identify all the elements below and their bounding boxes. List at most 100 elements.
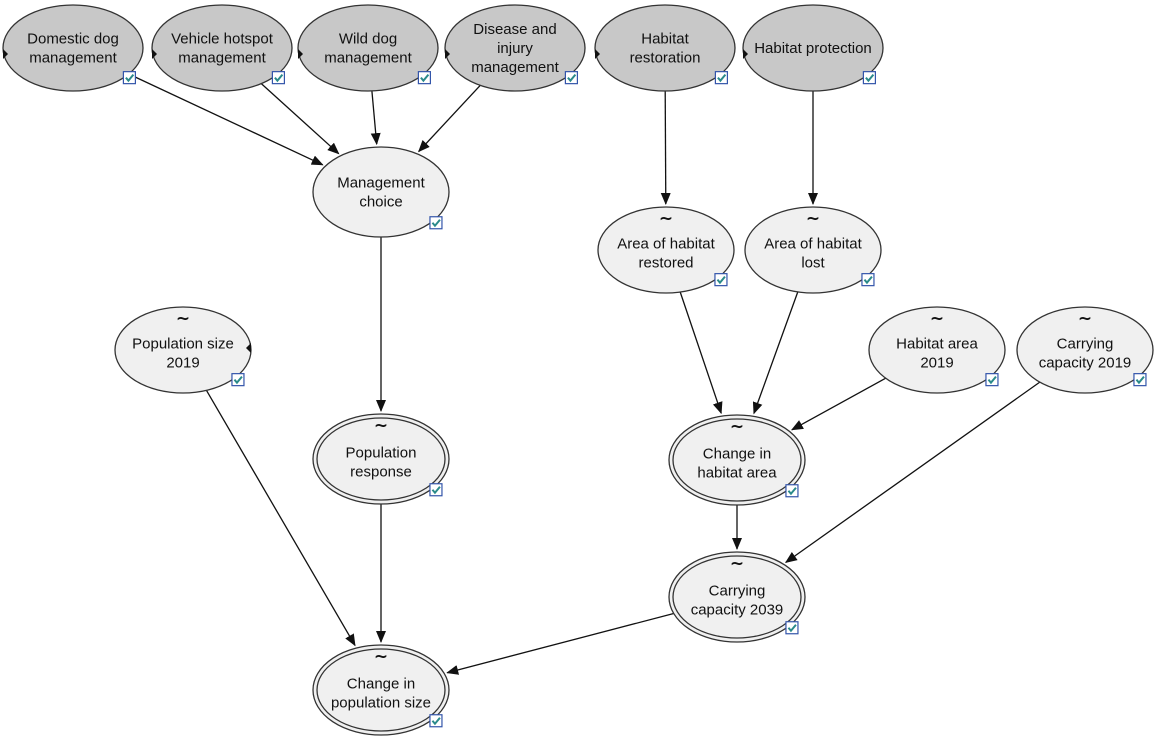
node-label: Area of habitat (617, 236, 715, 253)
node-label: Population size (132, 336, 234, 353)
node-label: management (471, 59, 559, 76)
edges (128, 73, 1041, 675)
checkbox-icon[interactable] (271, 71, 285, 85)
node-label: habitat area (697, 465, 777, 482)
node-label: restored (638, 255, 693, 272)
node-habitat-area-2019[interactable]: ~ Habitat area 2019 (868, 306, 1006, 394)
node-area-of-habitat-lost[interactable]: ~ Area of habitat lost (744, 206, 882, 294)
node-label: lost (801, 255, 825, 272)
node-label: Change in (347, 676, 415, 693)
node-label: Domestic dog (27, 31, 119, 48)
node-label: response (350, 464, 412, 481)
node-label: Wild dog (339, 31, 397, 48)
node-label: management (178, 50, 266, 67)
node-ellipse (312, 146, 450, 238)
node-label: Disease and (473, 21, 556, 38)
node-inner-ring (672, 555, 802, 639)
node-label: Management (337, 175, 425, 192)
checkbox-icon[interactable] (985, 373, 999, 387)
edge-disease-and-injury-management-to-management-choice (418, 84, 481, 153)
node-inner-ring (316, 648, 446, 732)
node-vehicle-hotspot-management[interactable]: Vehicle hotspot management (151, 4, 293, 92)
edge-population-size-2019-to-change-in-population-size (205, 390, 356, 647)
collapse-triangle-icon (298, 49, 303, 59)
node-habitat-protection[interactable]: Habitat protection (742, 4, 884, 92)
tilde-icon: ~ (806, 209, 820, 229)
node-label: injury (497, 40, 533, 57)
nodes: Domestic dog management Vehicle hotspot man… (2, 4, 1154, 736)
node-inner-ring (672, 418, 802, 502)
node-inner-ring (316, 417, 446, 501)
tilde-icon: ~ (374, 416, 388, 436)
tilde-icon: ~ (176, 309, 190, 329)
node-change-in-habitat-area[interactable]: ~ Change in habitat area (668, 414, 806, 506)
node-label: Population (346, 445, 417, 462)
edge-area-of-habitat-lost-to-change-in-habitat-area (752, 291, 799, 415)
checkbox-icon[interactable] (861, 273, 875, 287)
edge-habitat-restoration-to-area-of-habitat-restored (660, 90, 671, 205)
checkbox-icon[interactable] (429, 216, 443, 230)
checkbox-icon[interactable] (429, 483, 443, 497)
checkbox-icon[interactable] (122, 71, 137, 85)
node-ellipse (868, 306, 1006, 394)
checkbox-icon[interactable] (785, 621, 799, 635)
tilde-icon: ~ (730, 554, 744, 574)
checkbox-icon[interactable] (785, 484, 799, 498)
node-ellipse (594, 4, 736, 92)
node-label: Change in (703, 446, 771, 463)
collapse-triangle-icon (3, 49, 8, 59)
node-management-choice[interactable]: Management choice (312, 146, 450, 238)
tilde-icon: ~ (374, 647, 388, 667)
node-label: capacity 2039 (691, 602, 784, 619)
node-population-size-2019[interactable]: ~ Population size 2019 (114, 306, 252, 394)
node-population-response[interactable]: ~ Population response (312, 413, 450, 505)
checkbox-icon[interactable] (714, 71, 729, 85)
node-ellipse (312, 413, 450, 505)
node-label: management (29, 50, 117, 67)
collapse-triangle-icon (152, 49, 157, 59)
checkbox-icon[interactable] (1133, 373, 1147, 387)
checkbox-icon[interactable] (429, 714, 443, 728)
collapse-triangle-icon (445, 49, 450, 59)
edge-area-of-habitat-restored-to-change-in-habitat-area (679, 291, 723, 415)
checkbox-icon[interactable] (417, 71, 431, 85)
tilde-icon: ~ (730, 417, 744, 437)
node-area-of-habitat-restored[interactable]: ~ Area of habitat restored (597, 206, 735, 294)
edge-carrying-capacity-2019-to-carrying-capacity-2039 (784, 381, 1041, 563)
collapse-triangle-icon (595, 49, 600, 59)
node-ellipse (151, 4, 293, 92)
checkbox-icon[interactable] (564, 71, 579, 85)
node-label: Vehicle hotspot (171, 31, 274, 48)
tilde-icon: ~ (930, 309, 944, 329)
node-ellipse (668, 551, 806, 643)
collapse-triangle-icon (246, 343, 251, 353)
node-label: Area of habitat (764, 236, 862, 253)
edge-wild-dog-management-to-management-choice (370, 90, 381, 146)
node-label: Carrying (1057, 336, 1114, 353)
tilde-icon: ~ (659, 209, 673, 229)
node-ellipse (312, 644, 450, 736)
checkbox-icon[interactable] (714, 273, 728, 287)
edge-vehicle-hotspot-management-to-management-choice (260, 83, 340, 155)
edge-carrying-capacity-2039-to-change-in-population-size (446, 612, 674, 675)
node-label: choice (359, 194, 402, 211)
node-label: restoration (630, 50, 701, 67)
node-label: management (324, 50, 412, 67)
checkbox-icon[interactable] (862, 71, 877, 85)
node-label: Habitat protection (754, 40, 872, 57)
node-label: 2019 (166, 355, 199, 372)
node-label: Habitat area (896, 336, 978, 353)
tilde-icon: ~ (1078, 309, 1092, 329)
checkbox-icon[interactable] (231, 373, 245, 387)
edge-habitat-area-2019-to-change-in-habitat-area (791, 377, 887, 431)
node-label: 2019 (920, 355, 953, 372)
node-wild-dog-management[interactable]: Wild dog management (297, 4, 439, 92)
node-ellipse (742, 4, 884, 92)
node-disease-and-injury-management[interactable]: Disease and injury management (444, 4, 586, 92)
node-domestic-dog-management[interactable]: Domestic dog management (2, 4, 144, 92)
